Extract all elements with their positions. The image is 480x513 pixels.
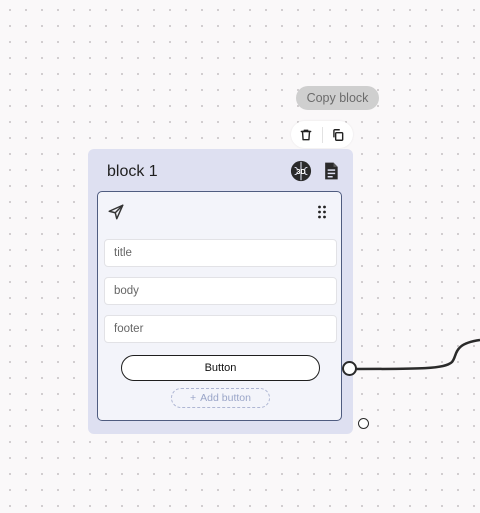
document-icon (325, 162, 338, 180)
toolbar-divider (321, 126, 323, 143)
plus-icon: + (190, 392, 197, 404)
drag-handle-icon[interactable] (317, 205, 327, 219)
message-card[interactable]: Button + Add button (97, 191, 342, 421)
copy-block-button[interactable] (328, 125, 348, 145)
copy-icon (332, 128, 344, 141)
brain-3d-icon: 3D (290, 160, 312, 182)
block-source-handle[interactable] (358, 418, 369, 429)
message-button-label: Button (204, 362, 237, 374)
flow-block[interactable]: block 1 3D (88, 149, 353, 434)
edge-path[interactable] (354, 338, 480, 371)
send-icon (108, 204, 124, 220)
delete-block-button[interactable] (296, 125, 316, 145)
block-document-button[interactable] (320, 160, 342, 182)
ai-block-button[interactable]: 3D (290, 160, 312, 182)
block-toolbar (291, 121, 353, 148)
add-button-button[interactable]: + Add button (171, 388, 270, 408)
footer-field[interactable] (104, 315, 337, 343)
message-button[interactable]: Button (121, 355, 320, 381)
trash-icon (300, 129, 312, 140)
block-title: block 1 (107, 163, 158, 180)
add-button-label: Add button (200, 392, 251, 404)
button-source-handle[interactable] (342, 361, 357, 376)
copy-block-tooltip: Copy block (296, 86, 379, 110)
block-header-icons: 3D (290, 160, 342, 182)
svg-text:3D: 3D (296, 167, 305, 176)
body-field[interactable] (104, 277, 337, 305)
title-field[interactable] (104, 239, 337, 267)
